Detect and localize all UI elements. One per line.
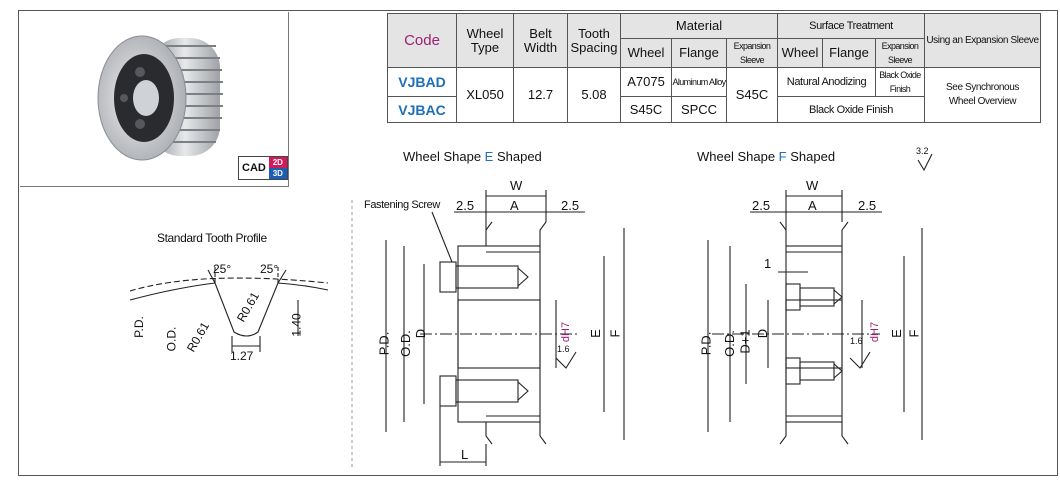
surface-sleeve-subheader: Expansion Sleeve bbox=[875, 38, 925, 68]
shape-e-a: A bbox=[510, 198, 519, 213]
shape-f-left-25: 2.5 bbox=[752, 198, 771, 213]
shape-f-f: F bbox=[906, 329, 922, 338]
fastening-screw-label: Fastening Screw bbox=[364, 199, 440, 211]
material-sleeve-cell: S45C bbox=[726, 67, 778, 123]
shape-f-a: A bbox=[808, 198, 817, 213]
material-flange-vjbad: Aluminum Alloy bbox=[671, 67, 727, 97]
tooth-pd-label: P.D. bbox=[131, 316, 146, 338]
material-header: Material bbox=[620, 13, 778, 39]
surface-flange-subheader: Flange bbox=[822, 38, 876, 68]
page-frame bbox=[18, 10, 1058, 476]
shape-e-pd: P.D. bbox=[376, 331, 392, 356]
surface-sleeve-vjbad: Black Oxide Finish bbox=[875, 67, 925, 97]
shape-f-e: E bbox=[888, 329, 904, 338]
belt-width-cell: 12.7 bbox=[513, 67, 568, 123]
material-flange-vjbac: SPCC bbox=[671, 96, 727, 123]
surface-vjbac: Black Oxide Finish bbox=[777, 96, 925, 123]
shape-e-l: L bbox=[461, 447, 469, 462]
code-header: Code bbox=[387, 13, 457, 68]
cad-label: CAD bbox=[242, 162, 266, 174]
material-wheel-subheader: Wheel bbox=[620, 38, 672, 68]
code-vjbad[interactable]: VJBAD bbox=[387, 67, 457, 97]
shape-f-od: O.D. bbox=[721, 330, 737, 357]
shape-e-right-25: 2.5 bbox=[561, 198, 580, 213]
shape-f-w: W bbox=[806, 178, 819, 193]
material-flange-subheader: Flange bbox=[671, 38, 727, 68]
shape-f-one: 1 bbox=[764, 256, 772, 271]
pulley-photo bbox=[97, 35, 223, 161]
surface-treatment-header: Surface Treatment bbox=[777, 13, 925, 39]
shape-e-dh7: dH7 bbox=[560, 321, 573, 343]
tooth-spacing-cell: 5.08 bbox=[567, 67, 621, 123]
shape-e-f: F bbox=[607, 329, 623, 338]
shape-e-left-25: 2.5 bbox=[456, 198, 475, 213]
tooth-angle-right: 25° bbox=[260, 262, 279, 276]
cad-dimension-badge: 2D 3D bbox=[268, 157, 287, 179]
shape-f-d: D bbox=[755, 328, 771, 339]
cad-3d: 3D bbox=[268, 168, 287, 179]
surface-roughness-symbol: 3.2 bbox=[916, 146, 929, 156]
shape-f-right-25: 2.5 bbox=[858, 198, 877, 213]
tooth-profile-title: Standard Tooth Profile bbox=[157, 231, 267, 245]
code-vjbac[interactable]: VJBAC bbox=[387, 96, 457, 123]
tooth-od-label: O.D. bbox=[164, 326, 179, 352]
tooth-base-width: 1.27 bbox=[230, 349, 254, 363]
shape-e-title: Wheel Shape E Shaped bbox=[403, 149, 542, 164]
tooth-angle-left: 25° bbox=[213, 262, 232, 276]
shape-e-od: O.D. bbox=[397, 330, 413, 357]
shape-e-e: E bbox=[587, 329, 603, 338]
cad-badge[interactable]: CAD 2D 3D bbox=[238, 156, 288, 180]
material-wheel-vjbac: S45C bbox=[620, 96, 672, 123]
expansion-sleeve-header: Using an Expansion Sleeve bbox=[924, 13, 1041, 68]
wheel-type-cell: XL050 bbox=[456, 67, 514, 123]
shape-e-roughness: 1.6 bbox=[557, 344, 570, 354]
shape-f-dh7: dH7 bbox=[869, 321, 882, 343]
shape-f-title: Wheel Shape F Shaped bbox=[697, 149, 836, 164]
shape-f-d1: D+1 bbox=[737, 329, 753, 354]
surface-wheel-subheader: Wheel bbox=[777, 38, 823, 68]
shape-e-d: D bbox=[413, 328, 429, 339]
material-sleeve-subheader: Expansion Sleeve bbox=[726, 38, 778, 68]
tooth-height: 1.40 bbox=[289, 313, 304, 337]
shape-f-pd: P.D. bbox=[698, 331, 714, 356]
shape-e-w: W bbox=[510, 178, 523, 193]
surface-wheel-vjbad: Natural Anodizing bbox=[777, 67, 876, 97]
material-wheel-vjbad: A7075 bbox=[620, 67, 672, 97]
cad-2d: 2D bbox=[268, 157, 287, 168]
shape-f-roughness: 1.6 bbox=[850, 336, 863, 346]
